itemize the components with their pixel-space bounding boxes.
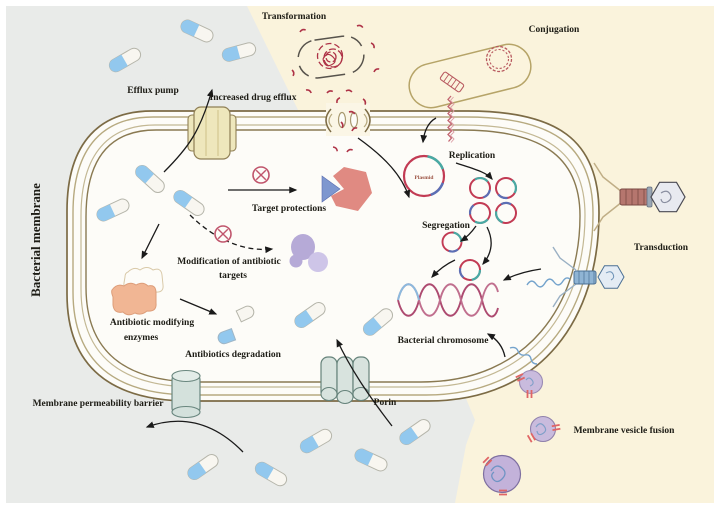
phage-legs	[593, 162, 623, 232]
conjugation-pilus-strand2	[449, 96, 455, 143]
label-bacterial-membrane: Bacterial membrane	[28, 183, 43, 297]
membrane-inner-line	[85, 129, 581, 383]
gap-curl-left-inner	[328, 113, 333, 128]
helix-strand-dark	[397, 283, 499, 318]
arrow-conjugation-in	[420, 117, 437, 144]
membrane-outer-inner-line	[72, 116, 594, 396]
arrow-to-enzymes	[141, 223, 160, 260]
phage-head	[650, 181, 686, 213]
label-transformation: Transformation	[262, 12, 327, 22]
arrow-dna-entry	[357, 137, 411, 199]
transformation-scene	[291, 23, 380, 153]
gap-pore-right	[349, 111, 359, 129]
vesicle-free	[526, 415, 562, 444]
label-transduction: Transduction	[634, 243, 689, 253]
plasmid-main: Plasmid	[402, 154, 446, 198]
arrow-segregation-2	[482, 226, 492, 266]
arrow-chromosome-label	[486, 333, 506, 358]
label-enzymes-1: Antibiotic modifying	[110, 318, 194, 328]
label-membrane-vesicle-fusion: Membrane vesicle fusion	[574, 426, 676, 436]
porin-channel	[320, 356, 370, 405]
conjugation-scene	[408, 43, 532, 143]
donor-linear-dna	[439, 71, 465, 93]
conjugation-pilus	[447, 95, 453, 142]
helix-blue-segment	[397, 283, 420, 301]
enzyme-filled	[111, 282, 157, 316]
prohibit-icon	[252, 166, 270, 184]
label-target-protections: Target protections	[252, 204, 326, 214]
label-efflux-pump: Efflux pump	[127, 86, 178, 96]
bacterial-cell	[66, 110, 600, 402]
phage2-dna-icon	[605, 271, 615, 281]
prohibit-icon	[214, 225, 232, 243]
phage-dna-icon	[660, 190, 672, 204]
membrane-outer-line	[66, 110, 600, 402]
lysed-bacterium-outline	[297, 35, 365, 79]
protection-protein-triangle	[321, 175, 341, 203]
dna-to-vesicle	[509, 346, 538, 365]
label-modification-1: Modification of antibiotic	[177, 257, 280, 267]
arrow-segregation-1	[459, 225, 477, 242]
label-enzymes-2: enzymes	[124, 333, 159, 343]
label-porin: Porin	[374, 398, 397, 408]
gap-curl-right-inner	[363, 113, 368, 128]
gap-curl-left-outer	[325, 108, 332, 133]
arrow-to-chromosome	[431, 259, 456, 278]
vesicle-budding	[509, 346, 544, 399]
membrane-inner-outer-line	[80, 124, 586, 388]
phage2-tail	[573, 270, 597, 285]
label-modification-2: targets	[219, 271, 247, 281]
gap-curl-right-outer	[364, 108, 371, 133]
label-bacterial-chromosome: Bacterial chromosome	[398, 336, 489, 346]
efflux-pump-channel	[187, 106, 237, 160]
phage-injecting	[526, 246, 625, 308]
vesicle-3	[482, 454, 522, 494]
target-protection-complex	[321, 167, 372, 211]
modifying-enzymes	[111, 267, 164, 316]
free-dna-tangle	[316, 42, 344, 70]
label-permeability-barrier: Membrane permeability barrier	[33, 399, 165, 409]
label-antibiotics-degradation: Antibiotics degradation	[185, 350, 282, 360]
donor-bacterium-outline	[408, 43, 532, 109]
permeability-barrier-channel	[171, 369, 201, 419]
phage2-legs	[552, 246, 577, 308]
label-replication: Replication	[449, 151, 496, 161]
arrow-porin	[336, 338, 393, 427]
arrow-barrier-deflect	[145, 420, 244, 453]
arrow-modification-dashed	[189, 214, 274, 254]
plasmid-label: Plasmid	[415, 175, 434, 181]
arrow-replication	[455, 162, 493, 180]
labels: Transformation Conjugation Efflux pump I…	[28, 12, 689, 436]
phage2-head	[597, 265, 625, 289]
plasmid-cycle: Plasmid	[402, 154, 522, 285]
donor-plasmid-ring	[485, 45, 513, 73]
phage-transduction	[593, 162, 686, 232]
membrane-opening	[325, 103, 371, 136]
label-increased-drug-efflux: Increased drug efflux	[210, 93, 297, 103]
injected-dna-strand	[526, 277, 571, 288]
modified-target-blobs	[289, 234, 328, 272]
arrow-degradation	[179, 298, 218, 315]
arrows	[141, 88, 542, 453]
membrane-gap	[326, 103, 370, 136]
arrow-phage-dna-in	[502, 268, 542, 281]
label-segregation: Segregation	[422, 221, 471, 231]
arrow-efflux	[163, 88, 214, 173]
label-conjugation: Conjugation	[529, 25, 580, 35]
protected-target-hexagon	[331, 167, 372, 211]
vesicle-large	[482, 454, 522, 496]
bacterial-chromosome-helix	[397, 282, 499, 318]
